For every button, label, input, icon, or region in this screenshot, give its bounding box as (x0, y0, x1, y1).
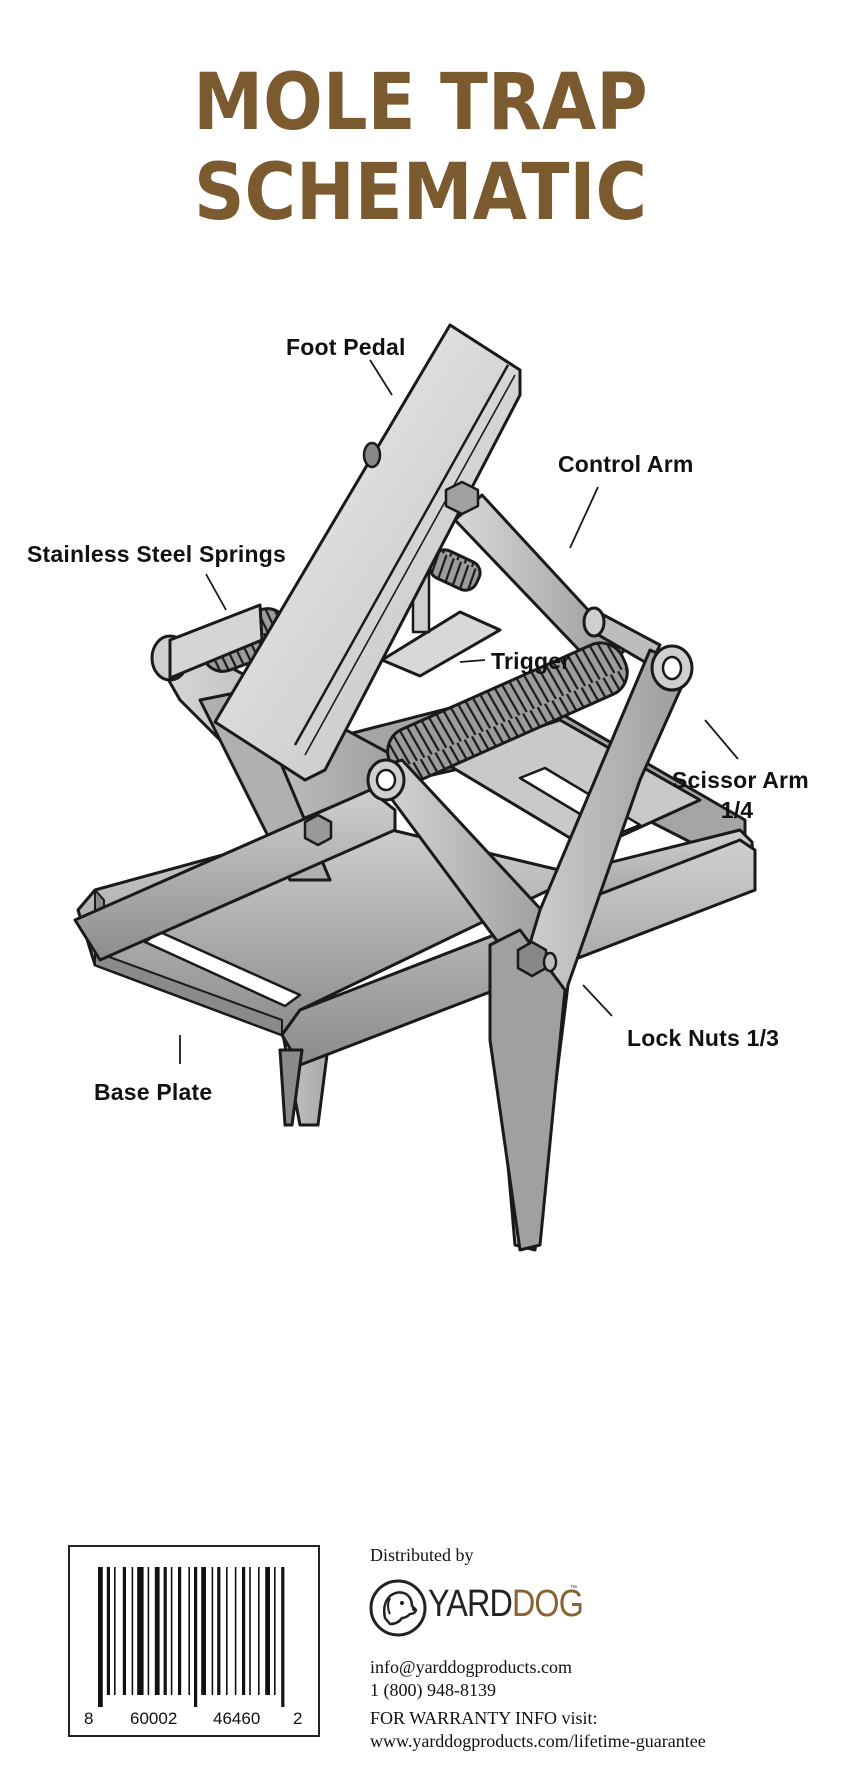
barcode-bars (98, 1567, 285, 1707)
lock-nut (516, 940, 548, 978)
pedal-hex-nut (444, 480, 480, 516)
barcode-bar (178, 1567, 182, 1695)
barcode-digit-4: 2 (293, 1709, 303, 1728)
barcode-bar (114, 1567, 116, 1695)
label-lock-nuts: Lock Nuts 1/3 (627, 1025, 780, 1051)
page-title-line-1: MOLE TRAP (193, 58, 648, 148)
leader-foot-pedal (369, 359, 393, 396)
barcode-bar (258, 1567, 260, 1695)
barcode-bar (163, 1567, 167, 1695)
barcode-bar (122, 1567, 126, 1695)
leader-control-arm (569, 486, 599, 549)
yarddog-logo-icon (369, 1579, 427, 1637)
contact-email: info@yarddogproducts.com (370, 1657, 573, 1677)
label-scissor-arm: Scissor Arm 1/4 (672, 767, 809, 824)
barcode: 8 60002 46460 2 (68, 1545, 320, 1737)
barcode-bar (226, 1567, 228, 1695)
contact-phone: 1 (800) 948-8139 (370, 1680, 496, 1700)
label-control-arm: Control Arm (558, 451, 694, 477)
label-springs: Stainless Steel Springs (27, 541, 286, 567)
barcode-bar (242, 1567, 246, 1695)
scissor-blade-front (488, 928, 567, 1252)
brand-yard: YARD (428, 1583, 513, 1625)
yarddog-wordmark: YARDDOG (428, 1583, 584, 1626)
barcode-bar (274, 1567, 276, 1695)
barcode-bar (98, 1567, 103, 1707)
barcode-bar (249, 1567, 251, 1695)
crossbar-hex-nut (303, 813, 333, 847)
distributed-by: Distributed by (370, 1545, 474, 1565)
warranty-url: www.yarddogproducts.com/lifetime-guarant… (370, 1731, 706, 1751)
barcode-bar (170, 1567, 173, 1695)
label-foot-pedal: Foot Pedal (286, 334, 406, 360)
warranty-text: FOR WARRANTY INFO visit: (370, 1708, 598, 1728)
barcode-bar (234, 1567, 237, 1695)
barcode-bar (281, 1567, 285, 1707)
barcode-bar (194, 1567, 198, 1707)
mole-trap-illustration (73, 323, 757, 1252)
barcode-digit-1: 8 (84, 1709, 94, 1728)
barcode-bar (147, 1567, 150, 1695)
label-trigger: Trigger (491, 648, 571, 674)
barcode-bar (217, 1567, 221, 1695)
barcode-digit-2: 60002 (130, 1709, 178, 1728)
trigger-pan (380, 610, 502, 678)
barcode-bar (265, 1567, 270, 1695)
barcode-bar (154, 1567, 160, 1695)
leader-scissor-arm (704, 719, 739, 760)
barcode-bar (201, 1567, 206, 1695)
label-scissor-arm-qty: 1/4 (720, 797, 754, 823)
leader-trigger (459, 659, 486, 663)
barcode-digit-3: 46460 (213, 1709, 261, 1728)
barcode-bar (211, 1567, 214, 1695)
label-base-plate: Base Plate (94, 1079, 213, 1105)
label-scissor-arm-name: Scissor Arm (672, 767, 809, 793)
barcode-bar (131, 1567, 134, 1695)
brand-dog: DOG (511, 1583, 584, 1625)
left-spike (278, 1048, 304, 1127)
trademark-mark: ™ (570, 1585, 577, 1592)
page-title-line-2: SCHEMATIC (193, 148, 648, 238)
foot-pedal (213, 323, 522, 782)
leader-lock-nuts (582, 984, 613, 1017)
leader-springs (205, 573, 227, 611)
barcode-bar (106, 1567, 110, 1695)
barcode-bar (137, 1567, 144, 1695)
barcode-bar (188, 1567, 190, 1695)
